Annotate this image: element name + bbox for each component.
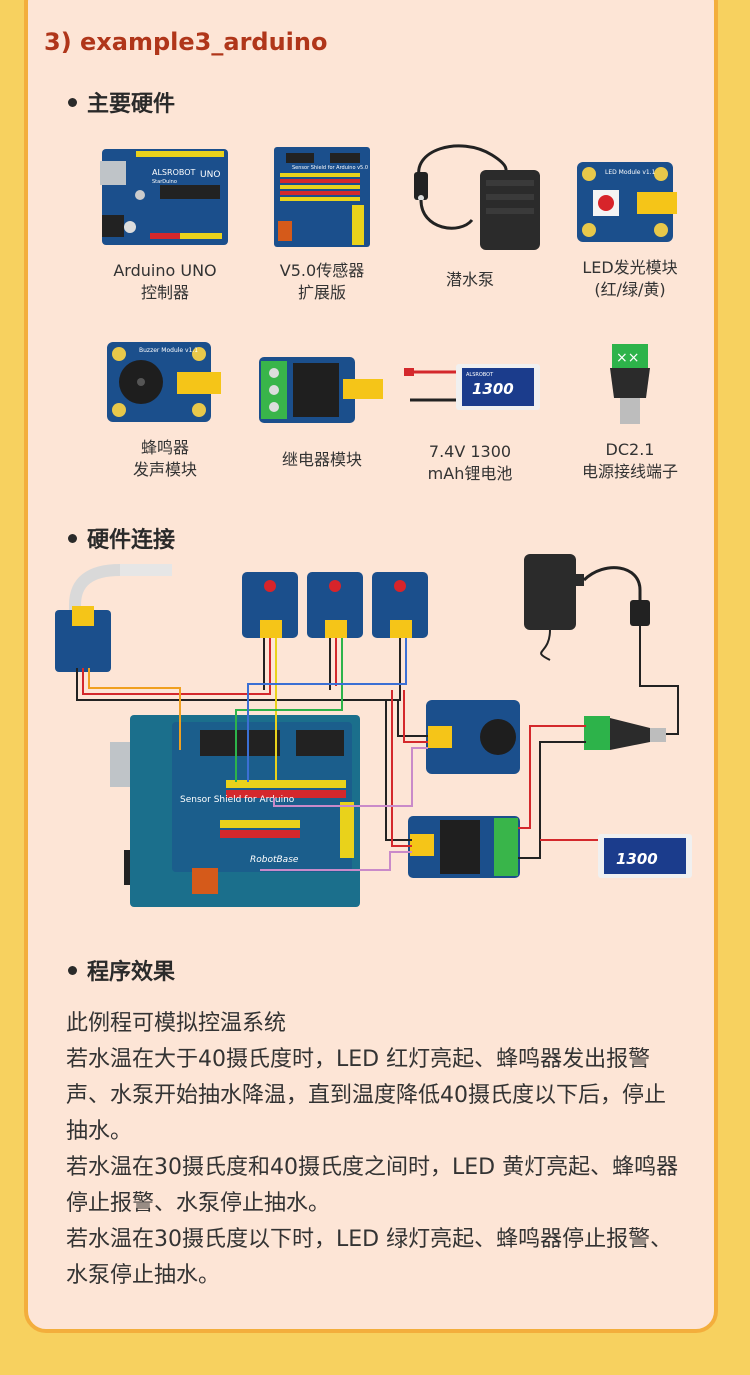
battery-capacity-text: 1300 [472, 380, 514, 398]
battery-wired: 1300 [598, 834, 692, 878]
hardware-item-relay-module: 继电器模块 [247, 355, 397, 471]
bullet-icon [68, 97, 77, 107]
effect-line: 若水温在30摄氏度和40摄氏度之间时，LED 黄灯亮起、蜂鸣器停止报警、水泵停止… [66, 1155, 679, 1216]
section-hardware-label: 主要硬件 [87, 92, 176, 117]
page-title: 3) example3_arduino [44, 28, 328, 56]
hardware-item-dc-connector: ×× DC2.1 电源接线端子 [555, 342, 705, 483]
battery-brand-text: ALSROBOT [466, 372, 494, 378]
water-pump-icon [414, 144, 540, 250]
hardware-caption: 7.4V 1300 mAh锂电池 [427, 442, 513, 483]
sensor-shield-board-icon: Sensor Shield for Arduino v5.0 [274, 147, 370, 247]
hardware-caption: V5.0传感器 扩展版 [279, 261, 365, 302]
lithium-battery-icon: 1300 ALSROBOT [404, 364, 540, 410]
buzzer-module-text: Buzzer Module v1.1 [139, 347, 198, 354]
arduino-uno-board-icon: ALSROBOT UNO StarDuino [100, 149, 228, 245]
hardware-caption: DC2.1 电源接线端子 [581, 440, 678, 481]
temperature-sensor [55, 564, 172, 672]
svg-text:××: ×× [616, 350, 639, 366]
hardware-item-led-module: LED Module v1.1 LED发光模块 (红/绿/黄) [555, 160, 705, 301]
section-effect-heading: 程序效果 [68, 954, 175, 986]
board-model-text: UNO [200, 170, 220, 180]
shield-title-text: Sensor Shield for Arduino v5.0 [292, 165, 368, 171]
effect-line: 若水温在大于40摄氏度时，LED 红灯亮起、蜂鸣器发出报警声、水泵开始抽水降温，… [66, 1047, 666, 1144]
arduino-with-shield: Sensor Shield for Arduino RobotBase [110, 715, 360, 907]
led-module-red-2 [307, 572, 363, 638]
led-module-icon: LED Module v1.1 [577, 162, 677, 242]
led-module-red-3 [372, 572, 428, 638]
hardware-caption: LED发光模块 (红/绿/黄) [582, 258, 678, 299]
buzzer-module-wired [426, 700, 520, 774]
wiring-shield-title: Sensor Shield for Arduino [180, 795, 295, 805]
relay-module-wired [408, 816, 520, 878]
dc-connector-wired [584, 716, 666, 750]
section-wiring-heading: 硬件连接 [68, 522, 175, 554]
effect-line: 若水温在30摄氏度以下时，LED 绿灯亮起、蜂鸣器停止报警、水泵停止抽水。 [66, 1227, 673, 1288]
section-effect-label: 程序效果 [87, 960, 176, 985]
hardware-item-battery: 1300 ALSROBOT 7.4V 1300 mAh锂电池 [395, 360, 545, 485]
section-wiring-label: 硬件连接 [87, 528, 176, 553]
led-module-text: LED Module v1.1 [605, 169, 656, 176]
hardware-caption: 继电器模块 [281, 450, 362, 469]
bullet-icon [68, 965, 77, 975]
bullet-icon [68, 533, 77, 543]
wiring-diagram: Sensor Shield for Arduino RobotBase 1300 [55, 554, 692, 907]
wiring-shield-brand: RobotBase [250, 855, 299, 865]
buzzer-module-icon: Buzzer Module v1.1 [107, 342, 221, 422]
board-sub-text: StarDuino [152, 179, 177, 185]
wired-battery-capacity: 1300 [616, 850, 658, 868]
effect-line: 此例程可模拟控温系统 [66, 1011, 287, 1036]
board-brand-text: ALSROBOT [152, 168, 196, 177]
hardware-caption: Arduino UNO 控制器 [113, 261, 217, 302]
wires [76, 626, 679, 871]
hardware-caption: 蜂鸣器 发声模块 [132, 438, 197, 479]
led-module-red-1 [242, 572, 298, 638]
hardware-item-water-pump: 潜水泵 [395, 140, 545, 291]
hardware-item-sensor-shield: Sensor Shield for Arduino v5.0 V5.0传感器 扩… [247, 145, 397, 304]
hardware-item-buzzer-module: Buzzer Module v1.1 蜂鸣器 发声模块 [90, 340, 240, 481]
pump-wired [524, 554, 650, 661]
effect-description: 此例程可模拟控温系统 若水温在大于40摄氏度时，LED 红灯亮起、蜂鸣器发出报警… [66, 1006, 686, 1294]
dc-power-connector-icon: ×× [610, 344, 650, 424]
hardware-item-arduino-uno: ALSROBOT UNO StarDuino Arduino UNO 控制器 [90, 145, 240, 304]
relay-module-icon [259, 357, 383, 423]
hardware-caption: 潜水泵 [445, 270, 494, 289]
section-hardware-heading: 主要硬件 [68, 86, 175, 118]
